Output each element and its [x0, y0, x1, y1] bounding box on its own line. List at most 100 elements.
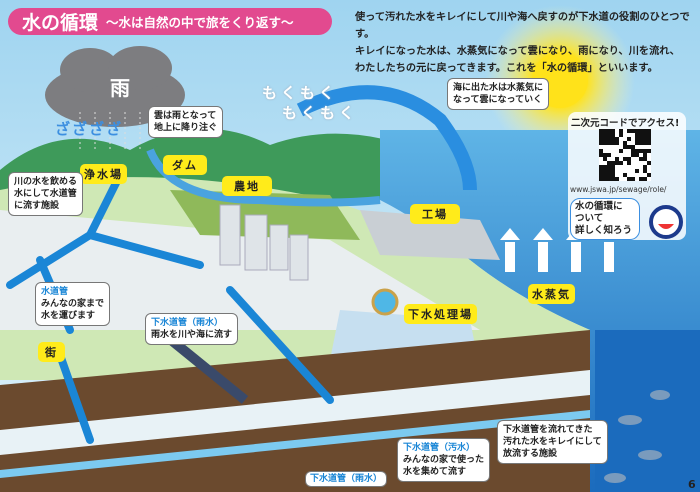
qr-module: [643, 177, 647, 181]
qr-module: [639, 157, 643, 161]
qr-title: 二次元コードでアクセス!: [571, 118, 680, 129]
qr-module: [603, 173, 607, 177]
qr-module: [603, 149, 607, 153]
cloud-sound-2: もくもく: [282, 104, 359, 122]
qr-module: [635, 157, 639, 161]
qr-module: [639, 129, 643, 133]
bubble-line: 詳しく知ろう: [575, 225, 633, 236]
qr-module: [607, 129, 611, 133]
callout-line: 海に出た水は水蒸気に: [453, 83, 544, 93]
qr-module: [599, 161, 603, 165]
qr-module: [603, 169, 607, 173]
qr-module: [627, 145, 631, 149]
qr-module: [623, 149, 627, 153]
qr-module: [643, 137, 647, 141]
callout-treatment: 下水道管を流れてきた 汚れた水をキレイにして 放流する施設: [497, 420, 608, 464]
qr-module: [603, 165, 607, 169]
qr-module: [623, 129, 627, 133]
qr-module: [635, 169, 639, 173]
qr-module: [647, 133, 651, 137]
label-farmland: 農地: [222, 176, 272, 196]
callout-line: 雨水を川や海に流す: [151, 330, 233, 340]
qr-module: [599, 157, 603, 161]
qr-module: [611, 129, 615, 133]
qr-module: [631, 169, 635, 173]
qr-module: [615, 165, 619, 169]
qr-module: [619, 153, 623, 157]
callout-evaporation: 海に出た水は水蒸気に なって雲になっていく: [447, 78, 550, 110]
qr-module: [611, 161, 615, 165]
qr-module: [599, 169, 603, 173]
intro-line: キレイになった水は、水蒸気になって雲になり、雨になり、川を流れ、: [355, 46, 680, 57]
callout-line: 水を集めて流す: [403, 467, 467, 477]
qr-module: [599, 153, 603, 157]
qr-module: [603, 129, 607, 133]
callout-line: に流す施設: [14, 201, 60, 211]
qr-module: [619, 165, 623, 169]
qr-module: [627, 153, 631, 157]
callout-line: みんなの家まで: [41, 299, 105, 309]
qr-module: [623, 165, 627, 169]
qr-module: [643, 153, 647, 157]
qr-module: [603, 133, 607, 137]
qr-module: [615, 129, 619, 133]
qr-module: [647, 149, 651, 153]
qr-module: [623, 173, 627, 177]
qr-module: [599, 165, 603, 169]
qr-module: [639, 153, 643, 157]
qr-module: [643, 129, 647, 133]
qr-module: [631, 161, 635, 165]
callout-rain: 雲は雨となって 地上に降り注ぐ: [148, 106, 224, 138]
qr-module: [627, 149, 631, 153]
qr-module: [619, 157, 623, 161]
qr-code[interactable]: [599, 129, 651, 181]
qr-module: [635, 133, 639, 137]
qr-module: [603, 137, 607, 141]
qr-module: [647, 177, 651, 181]
qr-module: [631, 153, 635, 157]
qr-module: [627, 177, 631, 181]
rain-label: 雨: [110, 76, 130, 100]
rain-sound: ざざざざ: [55, 120, 124, 138]
callout-line: 放流する施設: [503, 449, 558, 459]
qr-module: [603, 177, 607, 181]
qr-module: [631, 157, 635, 161]
qr-module: [615, 177, 619, 181]
qr-module: [619, 133, 623, 137]
qr-module: [607, 157, 611, 161]
qr-module: [607, 173, 611, 177]
qr-module: [631, 145, 635, 149]
label-purification-plant: 浄水場: [80, 164, 127, 184]
qr-module: [611, 145, 615, 149]
qr-module: [607, 153, 611, 157]
callout-line: 川の水を飲める: [14, 177, 78, 187]
qr-module: [647, 165, 651, 169]
qr-module: [639, 169, 643, 173]
qr-module: [619, 173, 623, 177]
qr-module: [599, 141, 603, 145]
qr-module: [635, 137, 639, 141]
callout-line: 水にして水道管: [14, 189, 77, 199]
qr-module: [623, 169, 627, 173]
qr-panel: 二次元コードでアクセス! www.jswa.jp/sewage/role/ 水の…: [568, 112, 686, 240]
qr-module: [643, 173, 647, 177]
qr-module: [611, 137, 615, 141]
label-dam: ダム: [163, 155, 207, 175]
callout-line: 下水道管を流れてきた: [503, 425, 593, 435]
qr-module: [619, 149, 623, 153]
qr-module: [631, 149, 635, 153]
qr-module: [631, 141, 635, 145]
qr-module: [627, 141, 631, 145]
qr-module: [615, 153, 619, 157]
qr-module: [631, 133, 635, 137]
intro-line: 使って汚れた水をキレイにして川や海へ戻すのが下水道の役割のひとつです。: [355, 12, 690, 40]
qr-module: [639, 137, 643, 141]
qr-module: [607, 177, 611, 181]
qr-module: [599, 173, 603, 177]
qr-module: [615, 173, 619, 177]
qr-module: [611, 133, 615, 137]
qr-url[interactable]: www.jswa.jp/sewage/role/: [570, 185, 667, 194]
qr-module: [619, 137, 623, 141]
qr-module: [599, 149, 603, 153]
qr-module: [607, 149, 611, 153]
